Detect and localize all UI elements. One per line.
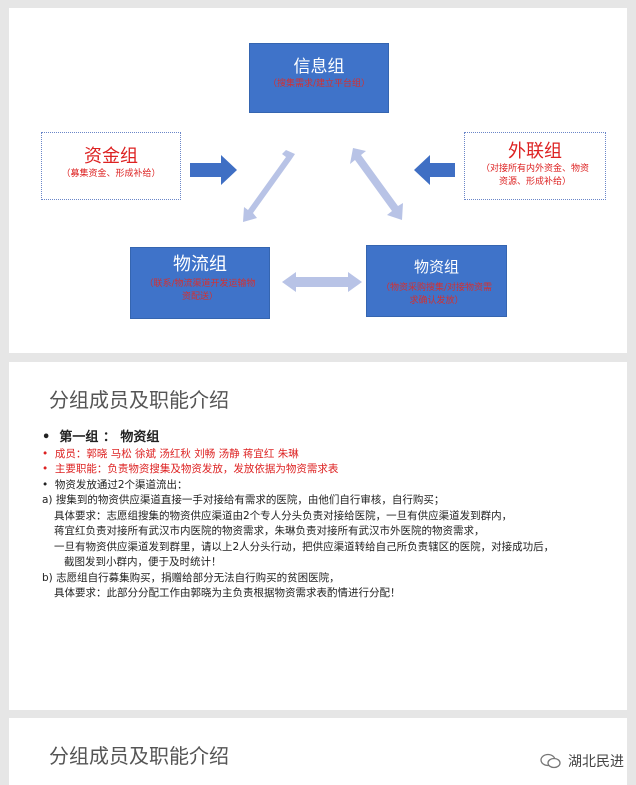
fund-group-sub: （募集资金、形成补给） — [61, 169, 161, 179]
watermark: 湖北民进 — [540, 751, 624, 771]
supplies-group-title: 物资组 — [413, 258, 459, 276]
arrow-liaison-left — [414, 155, 455, 185]
supplies-group-sub: （物资采购搜集/对接物资需求确认发放） — [380, 283, 493, 306]
item-a2: 具体要求：志愿组搜集的物资供应渠道由2个专人分头负责对接给医院，一旦有供应渠道发… — [54, 509, 513, 522]
logistics-group-box: 物流组 （联系/物流渠道开发运输物资配送） — [130, 247, 270, 319]
arrow-info-supplies — [350, 148, 403, 220]
members-line: • 成员：郭晓 马松 徐斌 汤红秋 刘畅 汤静 蒋宜红 朱琳 — [42, 447, 299, 460]
info-group-box: 信息组 （搜集需求/建立平台组） — [249, 43, 389, 113]
item-b1: b) 志愿组自行募集购买，捐赠给部分无法自行购买的贫困医院， — [42, 571, 340, 584]
item-a4: 一旦有物资供应渠道发到群里，请以上2人分头行动，把供应渠道转给自己所负责辖区的医… — [54, 540, 555, 553]
liaison-group-sub: （对接所有内外资金、物资资源、形成补给） — [480, 164, 589, 187]
members-slide-2: 分组成员及职能介绍 — [9, 718, 627, 785]
item-b2: 具体要求：此部分分配工作由郭晓为主负责根据物资需求表酌情进行分配！ — [54, 587, 401, 599]
channels-text: 物资发放通过2个渠道流出： — [54, 478, 188, 491]
arrows-layer — [190, 148, 455, 292]
item-a5: 截图发到小群内，便于及时统计！ — [64, 556, 222, 568]
slide-content: • 第一组 ： 物资组 • 成员：郭晓 马松 徐斌 汤红秋 刘畅 汤静 蒋宜红 … — [42, 430, 612, 602]
info-group-sub: （搜集需求/建立平台组） — [267, 79, 371, 89]
info-group-title: 信息组 — [293, 57, 345, 77]
arrow-logistics-supplies — [282, 272, 362, 292]
slide-heading-2: 分组成员及职能介绍 — [49, 744, 229, 768]
logistics-group-title: 物流组 — [173, 254, 227, 275]
duty-text: 主要职能：负责物资搜集及物资发放，发放依据为物资需求表 — [54, 463, 339, 475]
fund-group-box: 资金组 （募集资金、形成补给） — [41, 132, 181, 200]
members-text: 成员：郭晓 马松 徐斌 汤红秋 刘畅 汤静 蒋宜红 朱琳 — [54, 447, 299, 460]
duty-line: • 主要职能：负责物资搜集及物资发放，发放依据为物资需求表 — [42, 463, 339, 475]
item-a3: 蒋宜红负责对接所有武汉市内医院的物资需求，朱琳负责对接所有武汉市外医院的物资需求… — [54, 525, 485, 537]
watermark-text: 湖北民进 — [568, 754, 624, 770]
group-title-line: • 第一组 ： 物资组 — [42, 430, 160, 445]
channels-line: • 物资发放通过2个渠道流出： — [42, 478, 188, 491]
fund-group-title: 资金组 — [84, 146, 138, 167]
liaison-group-title: 外联组 — [508, 141, 562, 162]
supplies-group-box: 物资组 （物资采购搜集/对接物资需求确认发放） — [366, 245, 507, 317]
wechat-logo-icon — [540, 753, 561, 769]
liaison-group-box: 外联组 （对接所有内外资金、物资资源、形成补给） — [464, 132, 606, 200]
slide-heading: 分组成员及职能介绍 — [49, 388, 229, 412]
arrow-info-logistics — [243, 150, 295, 222]
group-title: 第一组 ： 物资组 — [59, 430, 160, 445]
arrow-fund-right — [190, 155, 237, 185]
members-slide: 分组成员及职能介绍 • 第一组 ： 物资组 • 成员：郭晓 马松 徐斌 汤红秋 … — [9, 362, 627, 710]
logistics-group-sub: （联系/物流渠道开发运输物资配送） — [144, 279, 256, 302]
diagram-slide: 信息组 （搜集需求/建立平台组） 资金组 （募集资金、形成补给） 外联组 （对接… — [9, 8, 627, 353]
item-a1: a) 搜集到的物资供应渠道直接一手对接给有需求的医院，由他们自行审核，自行购买； — [42, 494, 445, 506]
